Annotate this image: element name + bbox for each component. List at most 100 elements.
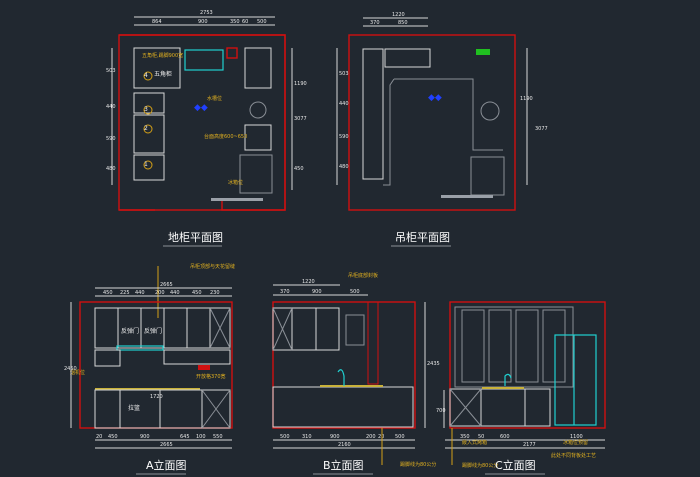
dim: 230 <box>210 290 220 296</box>
panel <box>542 309 566 383</box>
fridge <box>470 156 505 196</box>
dim: 310 <box>302 434 312 440</box>
dim: 503 <box>339 71 349 77</box>
dim: 440 <box>339 101 349 107</box>
counter-outline <box>383 78 503 186</box>
dim: 900 <box>198 19 208 25</box>
fridge-circle <box>480 101 500 121</box>
dim: 900 <box>140 434 150 440</box>
cabinet <box>133 154 165 181</box>
dim: 600 <box>500 434 510 440</box>
door-swing <box>209 307 231 349</box>
dim: 3077 <box>535 126 548 132</box>
socket <box>198 365 210 370</box>
elevation-a: 吊柜顶部与天花留缝 2665 450 225 440 200 440 450 2… <box>64 263 235 475</box>
cabinet <box>133 114 165 154</box>
annotation: 此处不同背板处工艺 <box>551 452 596 459</box>
title-elev-b: B立面图 <box>323 458 364 472</box>
dim: 500 <box>280 434 290 440</box>
dim: 2435 <box>427 361 440 367</box>
dim: 450 <box>103 290 113 296</box>
floor-plan: 2753 864 900 350 60 500 503 440 590 480 … <box>106 10 307 247</box>
dim: 350 <box>230 19 240 25</box>
base-cabinets <box>94 389 231 429</box>
window <box>441 195 493 198</box>
dim: 450 <box>192 290 202 296</box>
dim: 503 <box>106 68 116 74</box>
dim-total: 2160 <box>338 442 351 448</box>
range-hood <box>116 345 164 351</box>
dim: 20 <box>96 434 102 440</box>
panel <box>488 309 512 383</box>
dim: 50 <box>478 434 484 440</box>
panel <box>515 309 539 383</box>
annotation: 台面高度600~650 <box>204 133 247 140</box>
cabinet <box>244 124 272 151</box>
refrigerator <box>554 334 597 426</box>
dim: 480 <box>106 166 116 172</box>
title-floor-plan: 地柜平面图 <box>168 231 223 244</box>
wall-cabinets <box>362 48 384 180</box>
dim: 700 <box>436 408 446 414</box>
faucet-icon <box>337 369 345 386</box>
view-marker-icon: ◆◆ <box>194 103 208 113</box>
marker-2 <box>143 124 153 134</box>
dim: 1100 <box>570 434 583 440</box>
label: 反弹门 <box>144 327 162 335</box>
panel <box>461 309 485 383</box>
dim: 550 <box>213 434 223 440</box>
dim: 500 <box>350 289 360 295</box>
label: 反弹门 <box>121 327 139 335</box>
view-marker-icon: ◆◆ <box>428 93 442 103</box>
cabinet <box>244 47 272 89</box>
faucet-icon <box>504 373 512 386</box>
wall-cabinet <box>384 48 431 68</box>
dim: 1190 <box>294 81 307 87</box>
dim: 590 <box>106 136 116 142</box>
dim: 225 <box>120 290 130 296</box>
fridge <box>239 154 273 194</box>
dim: 2450 <box>64 366 77 372</box>
dim: 100 <box>196 434 206 440</box>
dim: 645 <box>180 434 190 440</box>
dim: 1720 <box>150 394 163 400</box>
annotation: 踢脚线为80公分 <box>400 461 436 468</box>
dim: 900 <box>330 434 340 440</box>
dim: 850 <box>398 20 408 26</box>
dim: 864 <box>152 19 162 25</box>
dim: 370 <box>280 289 290 295</box>
annotation: 烟机位 <box>70 369 85 376</box>
dim-total: 1220 <box>392 12 405 18</box>
door-swing <box>449 388 482 427</box>
annotation: 冰箱位 <box>228 179 243 186</box>
marker-label: 1 <box>144 161 148 168</box>
elevation-b: 吊柜底部封板 1220 370 900 500 500 310 900 200 … <box>272 272 440 475</box>
marker-label: 2 <box>144 125 148 132</box>
dim: 440 <box>135 290 145 296</box>
cabinet <box>133 92 165 114</box>
annotation: 开放格370宽 <box>196 373 226 380</box>
annotation: 吊柜顶部与天花留缝 <box>190 263 235 270</box>
sink <box>184 49 224 71</box>
title-elev-c: C立面图 <box>495 458 536 472</box>
dim-total: 2665 <box>160 442 173 448</box>
door-swing <box>272 307 293 351</box>
marker-3 <box>143 105 153 115</box>
corner-cabinet <box>133 47 181 89</box>
wall-cabinets <box>272 307 340 351</box>
annotation: 冰箱位预留 <box>563 439 588 446</box>
label: 拉篮 <box>128 404 140 412</box>
dim: 450 <box>108 434 118 440</box>
dim: 350 <box>460 434 470 440</box>
dim: 3077 <box>294 116 307 122</box>
water-heater <box>345 314 365 346</box>
annotation: 五角柜,踢脚900宽 <box>142 52 183 59</box>
dim-total: 2665 <box>160 282 173 288</box>
marker-label: 3 <box>144 106 148 113</box>
door-swing <box>201 389 231 429</box>
dim: 450 <box>294 166 304 172</box>
dim: 900 <box>312 289 322 295</box>
base-cabinets <box>272 386 414 428</box>
annotation: 水槽位 <box>207 95 222 102</box>
